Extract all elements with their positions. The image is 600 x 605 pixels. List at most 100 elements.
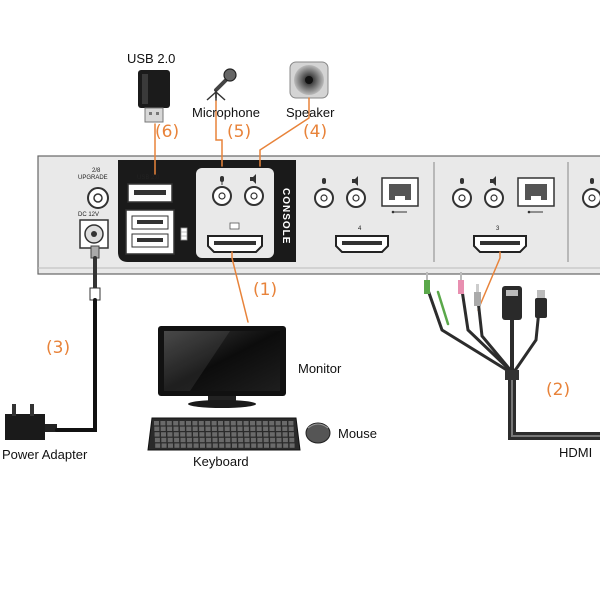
keyboard-key [167,437,173,443]
speaker-icon [250,174,256,184]
console-hdmi-port[interactable] [207,235,263,253]
keyboard-key [238,443,244,448]
audio-plug-pink [458,272,464,294]
dc-power-jack[interactable] [79,219,109,249]
keyboard-key [212,443,218,448]
keyboard-key [257,437,263,443]
port4-usb-b-port[interactable] [381,177,419,207]
mouse-device [305,422,331,444]
keyboard-key [288,426,294,431]
keyboard-key [231,426,237,431]
port3-hdmi-port[interactable] [473,235,527,253]
power-adapter-label: Power Adapter [2,447,88,462]
keyboard-key [288,421,294,426]
keyboard-key [269,426,275,431]
keyboard-mouse-icon [180,227,188,241]
microphone-device [206,68,237,101]
monitor-label: Monitor [298,361,342,376]
keyboard-key [200,443,205,448]
kvm-panel [37,155,600,275]
keyboard-key [232,443,237,448]
step-1-marker: (1) [253,280,278,300]
keyboard-key [193,432,198,437]
keyboard-key [275,426,281,431]
keyboard-key [186,421,191,426]
keyboard-key [270,443,276,448]
keyboard-key [192,421,198,426]
mouse-label: Mouse [338,426,378,441]
upgrade-port[interactable] [87,187,109,209]
port3-usb-icon [527,210,543,214]
keyboard-key [243,421,249,426]
keyboard-key [186,432,192,437]
microphone-label: Microphone [192,105,260,120]
keyboard-key [167,426,173,431]
console-microphone-port[interactable] [212,186,232,206]
keyboard-key [187,443,193,448]
port3-speaker-port[interactable] [484,176,504,208]
keyboard-key [173,426,179,431]
audio-plug-green [424,272,430,294]
keyboard-key [179,421,185,426]
keyboard-key [206,443,212,448]
keyboard-key [225,432,230,437]
keyboard-key [244,432,250,437]
keyboard-key [218,421,223,426]
keyboard-key [180,437,186,443]
port4-speaker-port[interactable] [346,176,366,208]
monitor-icon [229,222,240,230]
keyboard-label: Keyboard [193,454,249,469]
keyboard-key [257,443,263,448]
cables [55,97,600,440]
usb-port-console[interactable] [127,183,173,203]
keyboard-key [251,443,257,448]
keyboard-key [186,437,192,443]
keyboard-key [205,421,211,426]
keyboard-key [211,426,217,431]
usb-port-label: USB 2.0 [137,175,160,181]
keyboard-key [257,432,262,437]
port4-hdmi-port[interactable] [335,235,389,253]
keyboard-key [282,437,288,443]
keyboard-key [275,421,281,426]
keyboard-key [173,432,179,437]
keyboard-key [167,432,173,437]
keyboard-key [180,443,186,448]
keyboard-key [244,437,250,443]
keyboard-key [205,432,211,437]
keyboard-key [231,432,237,437]
port2-microphone-port[interactable] [582,178,600,208]
keyboard-key [276,437,282,443]
keyboard-key [199,426,205,431]
keyboard-key [289,432,294,437]
keyboard-key [154,426,160,431]
upgrade-label: UPGRADE [78,175,108,181]
usb-port-keyboard-mouse[interactable] [125,209,175,255]
keyboard-key [206,437,212,443]
keyboard-key [283,443,289,448]
keyboard-key [160,421,166,426]
keyboard-key [160,426,166,431]
keyboard-key [166,421,172,426]
keyboard-key [243,426,249,431]
keyboard-device [147,417,301,451]
port3-microphone-port[interactable] [452,178,472,208]
cable-clip [505,370,519,380]
keyboard-key [276,443,282,448]
monitor-device [158,326,286,408]
keyboard-key [212,437,218,443]
port3-usb-b-port[interactable] [517,177,555,207]
keyboard-key [205,426,211,431]
hdmi-plug [502,286,522,320]
keyboard-key [263,432,269,437]
port4-microphone-port[interactable] [314,178,334,208]
keyboard-key [154,437,160,443]
keyboard-key [238,437,244,443]
keyboard-key [173,421,179,426]
keyboard-key [193,437,199,443]
usb-plug [535,290,547,318]
keyboard-key [270,437,276,443]
keyboard-key [289,437,295,443]
console-speaker-port[interactable] [244,186,264,206]
